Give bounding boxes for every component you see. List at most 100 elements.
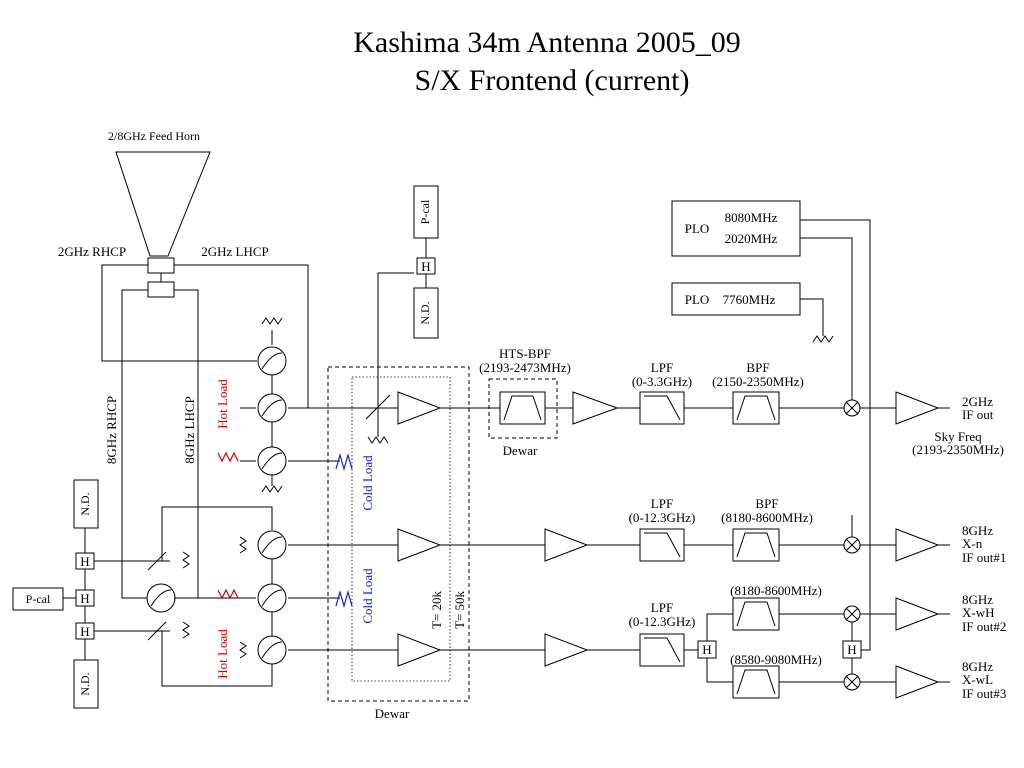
out-x-wh-line-3: IF out#2 xyxy=(962,619,1006,634)
out-x-n-line-1: 8GHz xyxy=(962,523,993,538)
hybrid-left-1-label: H xyxy=(80,554,89,569)
out-s-line-1: 2GHz xyxy=(962,394,993,409)
noise-diode-lower xyxy=(73,659,99,709)
hts-bpf-label: HTS-BPF xyxy=(499,346,551,361)
noise-diode-top-label: N.D. xyxy=(418,301,432,324)
lhcp-8ghz-label: 8GHz LHCP xyxy=(182,396,197,464)
feed-horn xyxy=(115,151,211,298)
hot-load-lower-label: Hot Load xyxy=(215,629,230,679)
hts-dewar-label: Dewar xyxy=(503,443,538,458)
hybrid-lo-split xyxy=(842,640,862,659)
coupler-x-2 xyxy=(257,583,287,613)
cold-load-upper-label: Cold Load xyxy=(360,455,375,511)
terminations xyxy=(174,317,834,659)
hts-bpf-filter xyxy=(499,391,546,425)
plo-freq-7760: 7760MHz xyxy=(723,292,776,307)
bpf-x-wl-range: (8580-9080MHz) xyxy=(730,652,822,667)
s-band-chain-wiring xyxy=(240,272,950,486)
feed-horn-label: 2/8GHz Feed Horn xyxy=(108,129,200,143)
plo-freq-8080: 8080MHz xyxy=(725,210,778,225)
lpf-x-w-range: (0-12.3GHz) xyxy=(629,614,696,629)
dewar-t20-label: T= 20k xyxy=(429,590,444,629)
plo-single-label: PLO xyxy=(685,292,710,307)
rhcp-8ghz-label: 8GHz RHCP xyxy=(104,396,119,464)
mixer-x-wh xyxy=(843,605,861,623)
plo-single xyxy=(671,282,801,316)
hts-dewar xyxy=(488,378,558,439)
out-x-wl-line-3: IF out#3 xyxy=(962,686,1006,701)
hybrid-lo-split-label: H xyxy=(847,642,856,657)
noise-diode-upper xyxy=(73,479,99,529)
bpf-x-n xyxy=(732,528,780,562)
x-w-chain-wiring xyxy=(440,219,950,683)
mixer-s xyxy=(843,399,861,417)
title-line-1: Kashima 34m Antenna 2005_09 xyxy=(353,26,740,59)
amp-x-wh-out xyxy=(895,597,940,631)
hybrid-left-3-label: H xyxy=(80,624,89,639)
bpf-x-wh-range: (8180-8600MHz) xyxy=(730,583,822,598)
hts-bpf-range: (2193-2473MHz) xyxy=(479,360,571,375)
sky-freq-label: Sky Freq xyxy=(934,429,982,444)
hot-load-upper xyxy=(217,451,239,463)
lhcp-2ghz-label: 2GHz LHCP xyxy=(201,244,269,259)
bpf-x-n-label: BPF xyxy=(755,496,778,511)
coupler-feed-8ghz xyxy=(146,583,176,613)
cold-load-lower xyxy=(335,589,353,609)
lpf-x-n xyxy=(639,528,685,562)
plo-wiring xyxy=(800,237,853,400)
plo-freq-2020: 2020MHz xyxy=(725,231,778,246)
lpf-x-n-label: LPF xyxy=(651,496,673,511)
lpf-x-n-range: (0-12.3GHz) xyxy=(629,510,696,525)
bpf-x-wl xyxy=(732,665,780,699)
sky-freq-range: (2193-2350MHz) xyxy=(912,442,1004,457)
rhcp-2ghz-label: 2GHz RHCP xyxy=(58,244,126,259)
bpf-x-n-range: (8180-8600MHz) xyxy=(721,510,813,525)
hot-load-lower xyxy=(217,588,239,600)
noise-diode-top xyxy=(413,287,439,339)
bpf-s-range: (2150-2350MHz) xyxy=(712,374,804,389)
mixer-x-wl xyxy=(843,673,861,691)
bpf-s xyxy=(732,391,780,425)
coupler-s-2 xyxy=(257,393,287,423)
amp-x-n-2 xyxy=(544,528,589,562)
hot-load-upper-label: Hot Load xyxy=(215,379,230,429)
coupler-x-1 xyxy=(257,530,287,560)
dewar-t50-label: T= 50k xyxy=(452,590,467,629)
out-s-line-2: IF out xyxy=(962,407,994,422)
pcal-upper xyxy=(413,185,439,239)
plo-dual xyxy=(671,200,801,257)
lpf-s xyxy=(639,391,685,425)
hybrid-upper-label: H xyxy=(421,259,430,274)
lpf-s-label: LPF xyxy=(651,360,673,375)
coupler-s-1 xyxy=(257,346,287,376)
pcal-upper-label: P-cal xyxy=(418,199,432,224)
bpf-s-label: BPF xyxy=(746,360,769,375)
lpf-x-w xyxy=(639,633,685,667)
lna-x-n xyxy=(397,528,442,562)
hybrid-x-w-split-label: H xyxy=(702,642,711,657)
dewar-inner xyxy=(351,376,451,682)
out-x-wh-line-1: 8GHz xyxy=(962,592,993,607)
dewar-label: Dewar xyxy=(375,706,410,721)
dewar-outer xyxy=(327,366,470,702)
noise-diode-upper-label: N.D. xyxy=(78,492,92,515)
lpf-s-range: (0-3.3GHz) xyxy=(632,374,692,389)
title-line-2: S/X Frontend (current) xyxy=(415,64,690,97)
coupler-x-3 xyxy=(257,635,287,665)
amp-x-wl-out xyxy=(895,665,940,699)
pcal-left xyxy=(12,587,64,611)
lna-s xyxy=(397,391,442,425)
amp-s-out xyxy=(895,391,940,425)
coupler-s-3 xyxy=(257,446,287,476)
amp-s-2 xyxy=(572,391,619,425)
cold-load-lower-label: Cold Load xyxy=(360,568,375,624)
mixer-x-n xyxy=(843,536,861,554)
out-x-n-line-3: IF out#1 xyxy=(962,550,1006,565)
x-n-chain-wiring xyxy=(440,515,950,546)
left-coupler-wiring xyxy=(63,506,273,687)
amp-x-n-out xyxy=(895,528,940,562)
lna-x-w xyxy=(397,633,442,667)
pcal-left-label: P-cal xyxy=(26,592,51,606)
amp-x-w-2 xyxy=(544,633,589,667)
